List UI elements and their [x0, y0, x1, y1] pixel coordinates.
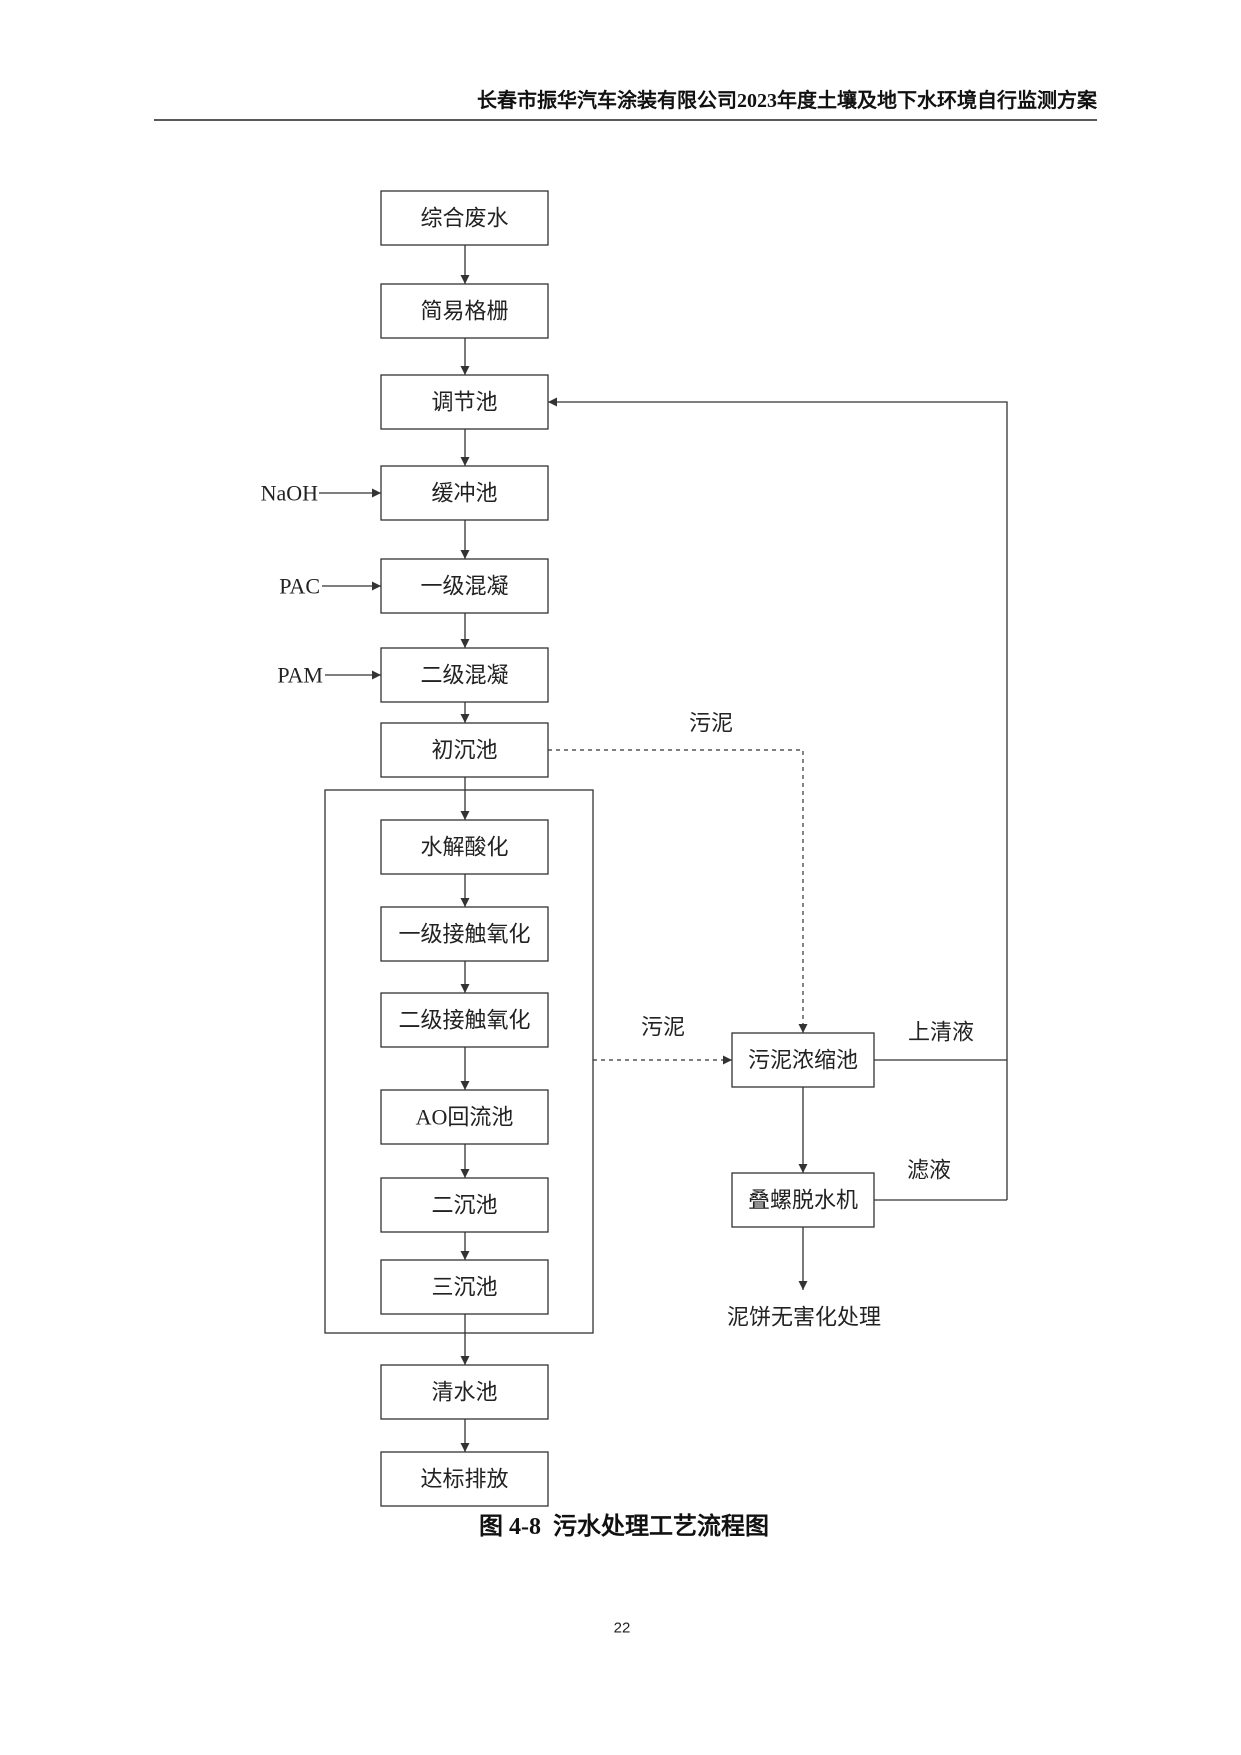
step-primary-coagulation: 一级混凝 — [380, 558, 549, 614]
step-compliant-discharge: 达标排放 — [380, 1451, 549, 1507]
step-buffer-tank: 缓冲池 — [380, 465, 549, 521]
step-label: 二沉池 — [431, 1193, 497, 1218]
dosing-naoh: NaOH — [261, 481, 381, 506]
step-simple-screen: 简易格栅 — [380, 283, 549, 339]
dosing-pac: PAC — [279, 574, 381, 599]
dosing-label-pac: PAC — [279, 574, 320, 599]
step-secondary-sedimentation: 二沉池 — [380, 1177, 549, 1233]
dosing-pam: PAM — [277, 663, 381, 688]
step-primary-sedimentation: 初沉池 — [380, 722, 549, 778]
step-integrated-wastewater: 综合废水 — [380, 190, 549, 246]
thickener-label: 污泥浓缩池 — [748, 1048, 858, 1073]
sludge-label-top: 污泥 — [689, 711, 733, 736]
step-secondary-contact-oxidation: 二级接触氧化 — [380, 992, 549, 1048]
step-label: 清水池 — [431, 1380, 497, 1405]
page-number: 22 — [614, 1620, 631, 1637]
sludge-thickener: 污泥浓缩池 — [731, 1032, 875, 1088]
step-label: 一级接触氧化 — [398, 922, 530, 947]
step-label: 简易格栅 — [420, 299, 508, 324]
step-label: 调节池 — [431, 390, 497, 415]
step-label: 一级混凝 — [420, 574, 508, 599]
step-equalization-tank: 调节池 — [380, 374, 549, 430]
step-label: 综合废水 — [420, 206, 508, 231]
return-line-to-equalization — [548, 397, 1008, 1200]
biological-treatment-container — [324, 789, 594, 1334]
figure-caption: 图 4-8 污水处理工艺流程图 — [479, 1513, 769, 1540]
page-header-title: 长春市振华汽车涂装有限公司2023年度土壤及地下水环境自行监测方案 — [477, 88, 1098, 112]
filtrate-label: 滤液 — [907, 1158, 951, 1183]
step-label: AO回流池 — [416, 1105, 514, 1130]
step-label: 达标排放 — [420, 1467, 508, 1492]
sludge-label-mid: 污泥 — [641, 1015, 685, 1040]
sludge-cake-label: 泥饼无害化处理 — [727, 1305, 881, 1330]
dosing-label-naoh: NaOH — [261, 481, 319, 506]
step-label: 二级混凝 — [420, 663, 508, 688]
dosing-label-pam: PAM — [277, 663, 323, 688]
screw-dewatering-machine: 叠螺脱水机 — [731, 1172, 875, 1228]
step-tertiary-sedimentation: 三沉池 — [380, 1259, 549, 1315]
step-secondary-coagulation: 二级混凝 — [380, 647, 549, 703]
step-label: 三沉池 — [431, 1275, 497, 1300]
step-clear-water-tank: 清水池 — [380, 1364, 549, 1420]
sludge-line-primary — [548, 749, 808, 1033]
step-hydrolysis-acidification: 水解酸化 — [380, 819, 549, 875]
step-label: 二级接触氧化 — [398, 1008, 530, 1033]
step-ao-return-tank: AO回流池 — [380, 1089, 549, 1145]
step-label: 水解酸化 — [420, 835, 508, 860]
dewatering-label: 叠螺脱水机 — [748, 1188, 858, 1213]
step-label: 缓冲池 — [431, 481, 497, 506]
step-primary-contact-oxidation: 一级接触氧化 — [380, 906, 549, 962]
supernatant-label: 上清液 — [908, 1020, 974, 1045]
step-label: 初沉池 — [431, 738, 497, 763]
